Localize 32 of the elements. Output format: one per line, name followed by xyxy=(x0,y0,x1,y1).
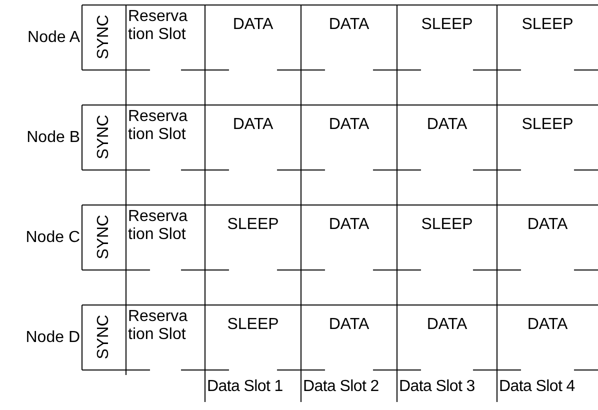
state-label: DATA xyxy=(426,316,468,334)
slot-axis-label: Data Slot 2 xyxy=(303,378,379,396)
sync-label: SYNC xyxy=(95,114,113,162)
slot-label: Reservation Slot xyxy=(128,208,189,244)
sync-label: SYNC xyxy=(95,14,113,62)
state-label: DATA xyxy=(328,316,370,334)
row-label: Node B xyxy=(26,129,80,147)
slot-label: Reservation Slot xyxy=(128,8,189,44)
state-label: SLEEP xyxy=(226,316,280,334)
row-label: Node D xyxy=(26,329,80,347)
state-label: DATA xyxy=(232,16,274,34)
state-label: DATA xyxy=(328,116,370,134)
state-label: SLEEP xyxy=(226,216,280,234)
state-label: DATA xyxy=(426,116,468,134)
slot-axis-label: Data Slot 3 xyxy=(399,378,475,396)
sync-label: SYNC xyxy=(95,214,113,262)
slot-axis-label: Data Slot 1 xyxy=(207,378,283,396)
row-label: Node C xyxy=(26,229,80,247)
state-label: SLEEP xyxy=(520,16,574,34)
state-label: DATA xyxy=(328,216,370,234)
slot-label: Reservation Slot xyxy=(128,108,189,144)
row-label: Node A xyxy=(28,29,80,47)
state-label: DATA xyxy=(328,16,370,34)
state-label: SLEEP xyxy=(420,216,474,234)
state-label: SLEEP xyxy=(420,16,474,34)
state-label: DATA xyxy=(232,116,274,134)
slot-axis-label: Data Slot 4 xyxy=(499,378,575,396)
state-label: DATA xyxy=(526,216,569,234)
slot-label: Reservation Slot xyxy=(128,308,189,344)
state-label: DATA xyxy=(526,316,569,334)
sync-label: SYNC xyxy=(95,314,113,362)
state-label: SLEEP xyxy=(520,116,574,134)
